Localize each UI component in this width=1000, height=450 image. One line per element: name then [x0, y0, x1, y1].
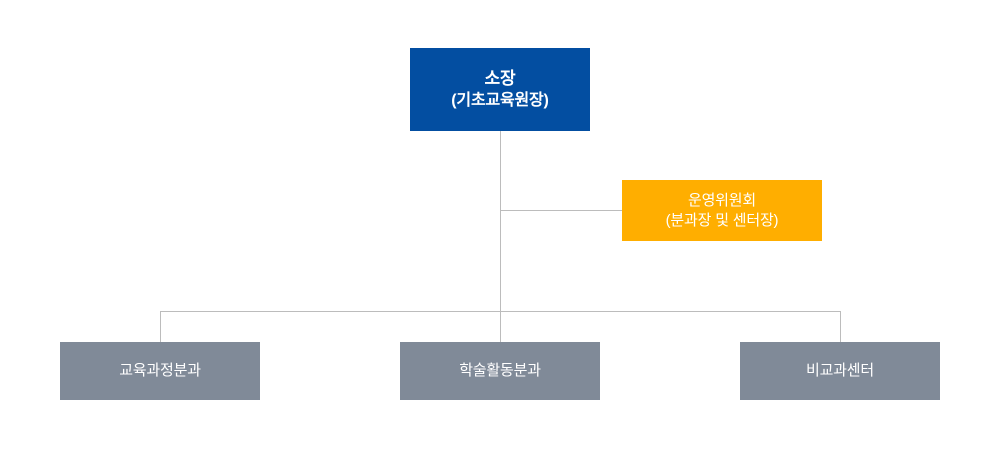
node-division-academic-activity[interactable]: 학술활동분과 — [400, 342, 600, 400]
node-steering-committee-subtitle: (분과장 및 센터장) — [665, 211, 779, 229]
connector-drop-left — [160, 311, 161, 342]
connector-trunk-vertical — [500, 131, 501, 342]
node-steering-committee-title: 운영위원회 — [687, 191, 756, 209]
node-division-curriculum[interactable]: 교육과정분과 — [60, 342, 260, 400]
node-director[interactable]: 소장 (기초교육원장) — [410, 48, 590, 131]
connector-divisions-horizontal — [160, 311, 841, 312]
node-division-academic-activity-label: 학술활동분과 — [459, 362, 541, 380]
connector-steering-horizontal — [500, 210, 622, 211]
node-division-curriculum-label: 교육과정분과 — [119, 362, 201, 380]
node-steering-committee[interactable]: 운영위원회 (분과장 및 센터장) — [622, 180, 822, 241]
node-director-title: 소장 — [484, 68, 516, 88]
node-division-extracurricular-center-label: 비교과센터 — [805, 362, 874, 380]
connector-drop-right — [840, 311, 841, 342]
node-division-extracurricular-center[interactable]: 비교과센터 — [740, 342, 940, 400]
node-director-subtitle: (기초교육원장) — [451, 92, 549, 110]
